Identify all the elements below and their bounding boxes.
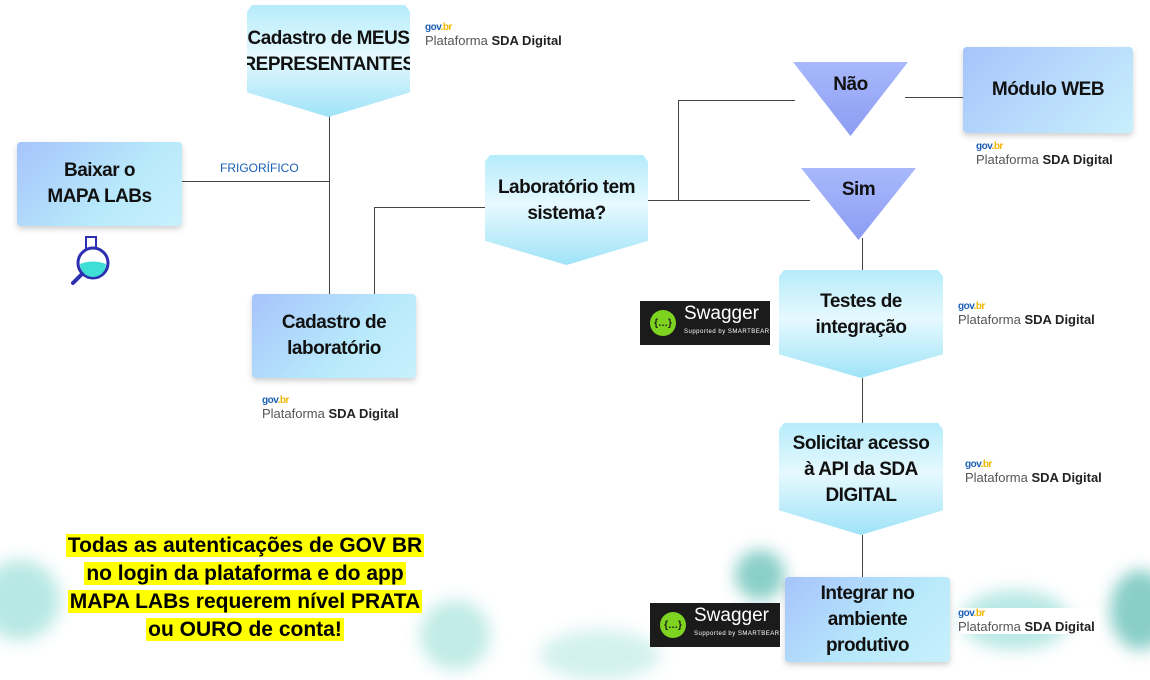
connector (905, 97, 965, 98)
note-line: no login da plataforma e do app (84, 562, 406, 585)
node-label: Testes de integração (815, 291, 907, 338)
node-label: Cadastro de MEUS REPRESENTANTES (242, 28, 415, 75)
node-label: Não (833, 74, 868, 95)
swagger-icon: {…} (650, 310, 676, 336)
node-label: Laboratório tem sistema? (497, 177, 636, 224)
govbr-logo: gov.br (958, 608, 985, 619)
connector (648, 200, 810, 201)
node-meus-representantes[interactable]: Cadastro de MEUS REPRESENTANTES (247, 5, 410, 117)
node-integrar-ambiente[interactable]: Integrar no ambiente produtivo (785, 577, 950, 662)
node-nao[interactable]: Não (793, 62, 908, 136)
govbr-logo: gov.br (976, 141, 1003, 152)
node-label: Sim (841, 179, 876, 200)
govbr-logo: gov.br (425, 22, 452, 33)
node-label: Módulo WEB (991, 79, 1105, 100)
node-cadastro-laboratorio[interactable]: Cadastro de laboratório (252, 294, 416, 378)
connector (862, 378, 863, 424)
node-label: Solicitar acesso à API da SDA DIGITAL (792, 433, 930, 506)
decor-dot (1110, 570, 1150, 650)
node-baixar-mapa-labs[interactable]: Baixar o MAPA LABs (17, 142, 182, 226)
decor-dot (540, 630, 660, 680)
connector (862, 535, 863, 578)
connector (182, 181, 330, 182)
connector (374, 207, 375, 295)
flask-search-icon (71, 236, 110, 285)
govbr-logo: gov.br (965, 459, 992, 470)
connector (862, 238, 863, 272)
govbr-logo: gov.br (958, 301, 985, 312)
note-line: MAPA LABs requerem nível PRATA (67, 590, 423, 613)
node-label: Integrar no ambiente produtivo (820, 582, 915, 656)
connector (374, 207, 485, 208)
decor-dot (420, 600, 490, 670)
node-label: Baixar o MAPA LABs (47, 160, 152, 207)
decor-dot (735, 550, 785, 600)
auth-note: Todas as autenticações de GOV BR no logi… (20, 532, 470, 644)
connector (678, 100, 795, 101)
note-line: Todas as autenticações de GOV BR (65, 534, 425, 557)
note-line: ou OURO de conta! (146, 618, 344, 641)
connector (329, 115, 330, 295)
swagger-icon: {…} (660, 612, 686, 638)
node-sim[interactable]: Sim (801, 168, 916, 240)
connector (678, 100, 679, 200)
node-solicitar-acesso[interactable]: Solicitar acesso à API da SDA DIGITAL (779, 423, 943, 535)
node-modulo-web[interactable]: Módulo WEB (963, 47, 1133, 133)
edge-label-frigorifico: FRIGORÍFICO (220, 161, 299, 175)
govbr-logo: gov.br (262, 395, 289, 406)
node-label: Cadastro de laboratório (281, 312, 387, 359)
node-laboratorio-tem-sistema[interactable]: Laboratório tem sistema? (485, 155, 648, 265)
node-testes-integracao[interactable]: Testes de integração (779, 270, 943, 378)
